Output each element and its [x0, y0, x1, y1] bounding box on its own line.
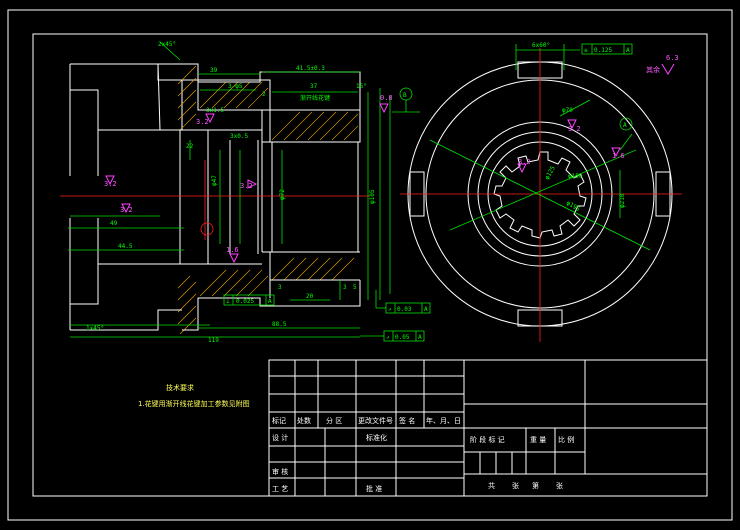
- tb-gongyi: 工 艺: [272, 485, 288, 493]
- tb-biaozhunhua: 标准化: [366, 433, 387, 442]
- dim-diam-a: φ72: [279, 189, 286, 200]
- end-roughness-3-2-b: 3.2: [518, 158, 531, 166]
- dim-3x1-5: 3x1.5: [206, 107, 224, 114]
- end-dim-d2: φ125: [544, 165, 557, 181]
- hatch-lines: [177, 65, 359, 335]
- roughness-1-6: 1.6: [226, 246, 239, 254]
- end-tol-frame: [581, 43, 633, 55]
- spline-note: 渐开线花键: [300, 94, 330, 102]
- tol-perp: ⊥ 0.025 A: [223, 294, 275, 306]
- dim-15deg: 15°: [356, 83, 367, 90]
- title-block-grid: [268, 359, 708, 497]
- dim-3: 3: [278, 284, 282, 291]
- tb-di: 第: [532, 481, 539, 490]
- dim-diam-b: φ105: [369, 189, 376, 204]
- tb-zhongliang: 重 量: [530, 436, 546, 444]
- section-dimensions: [68, 41, 391, 338]
- rest-mark: 其余: [646, 65, 660, 74]
- notes-line1: 1.花键用渐开线花键加工参数见附图: [138, 399, 250, 408]
- tb-fenqu: 分 区: [326, 416, 342, 425]
- end-dim-d4: φ195: [565, 200, 581, 213]
- end-tol-sym: ≡: [584, 47, 588, 54]
- dim-20: 20: [306, 293, 314, 300]
- end-tol-val: 0.125: [594, 47, 612, 54]
- end-dim-angle: 6x60°: [532, 42, 550, 49]
- tb-qianming: 签 名: [399, 416, 415, 425]
- tb-pizhun: 批 准: [366, 484, 382, 493]
- tb-genggai: 更改文件号: [358, 416, 393, 425]
- dim-2: 2: [262, 91, 266, 98]
- roughness-3-2-a: 3.2: [104, 180, 117, 188]
- tol-perp-sym: ⊥: [226, 298, 230, 305]
- tol-runout2-sym: ↗: [386, 334, 390, 341]
- dim-3x0-5: 3x0.5: [230, 133, 248, 140]
- tol-runout1: ↗ 0.03 A: [375, 290, 431, 314]
- section-view: ⊥ 0.025 A ↗ 0.03 A ↗ 0.05 A B: [60, 41, 431, 344]
- tol-runout2-ref: A: [418, 334, 422, 341]
- dim-3b: 3: [343, 284, 347, 291]
- tb-nianyueri: 年、月、日: [426, 416, 461, 425]
- end-tol-ref: A: [626, 47, 630, 54]
- tb-chushu: 处数: [297, 416, 311, 425]
- end-dim-d1: φ70: [562, 107, 573, 114]
- end-roughness-1-6: 1.6: [612, 152, 625, 160]
- end-dim-d3: φ150: [568, 173, 583, 180]
- tol-runout1-ref: A: [424, 306, 428, 313]
- dim-88-5: 88.5: [272, 321, 287, 328]
- dim-44-5: 44.5: [118, 243, 133, 250]
- tb-zhang: 张: [512, 481, 519, 490]
- tol-runout2-val: 0.05: [395, 334, 410, 341]
- dim-119: 119: [208, 337, 219, 344]
- roughness-symbols-end: [517, 63, 675, 174]
- dim-chamfer-top: 2x45°: [158, 41, 176, 48]
- roughness-0-8: 0.8: [380, 94, 393, 102]
- tol-perp-val: 0.025: [236, 298, 254, 305]
- tb-shenhe: 审 核: [272, 467, 288, 476]
- end-view-dimensions: [429, 44, 651, 251]
- hole-mark: [200, 222, 214, 236]
- outer-border: [7, 9, 733, 521]
- dim-3-r2: 3-φ5: [228, 83, 243, 90]
- tol-perp-ref: A: [268, 298, 272, 305]
- dim-bore: φ47: [211, 175, 218, 186]
- rest-val: 6.3: [666, 54, 679, 62]
- dim-41: 41.5±0.3: [296, 65, 325, 72]
- dim-chamfer-bottom: 1x45°: [86, 325, 104, 332]
- roughness-symbols-section: [105, 103, 389, 264]
- dim-5: 5: [353, 284, 357, 291]
- dim-22: 22: [186, 143, 194, 150]
- tol-runout2: ↗ 0.05 A: [360, 330, 425, 342]
- notes-title: 技术要求: [166, 383, 194, 392]
- tol-runout1-val: 0.03: [397, 306, 412, 313]
- roughness-3-2-c: 3.2: [196, 118, 209, 126]
- inner-frame: [32, 33, 708, 497]
- end-view: ≡ 0.125 A 6x60° φ70 φ125 φ150 φ195 φ210 …: [400, 42, 682, 342]
- datum-b-label: B: [403, 92, 407, 99]
- datum-a-label: A: [623, 122, 627, 129]
- tol-runout1-sym: ↗: [388, 306, 392, 313]
- dim-37: 37: [310, 83, 318, 90]
- tb-biaoji: 标记: [272, 416, 286, 425]
- tb-jieduan: 阶 段 标 记: [470, 435, 505, 444]
- end-roughness-3-2: 3.2: [568, 125, 581, 133]
- roughness-3-2-b: 3.2: [120, 206, 133, 214]
- dim-49: 49: [110, 220, 118, 227]
- tb-gong: 共: [488, 481, 495, 490]
- roughness-3-2-d: 3.2: [240, 182, 253, 190]
- dim-39: 39: [210, 67, 218, 74]
- tb-zhang2: 张: [556, 481, 563, 490]
- datum-a-circle: [619, 117, 633, 131]
- section-outline: [69, 63, 361, 331]
- tb-bili: 比 例: [558, 435, 574, 444]
- tb-sheji: 设 计: [272, 433, 288, 442]
- end-dim-d5: φ210: [619, 193, 626, 208]
